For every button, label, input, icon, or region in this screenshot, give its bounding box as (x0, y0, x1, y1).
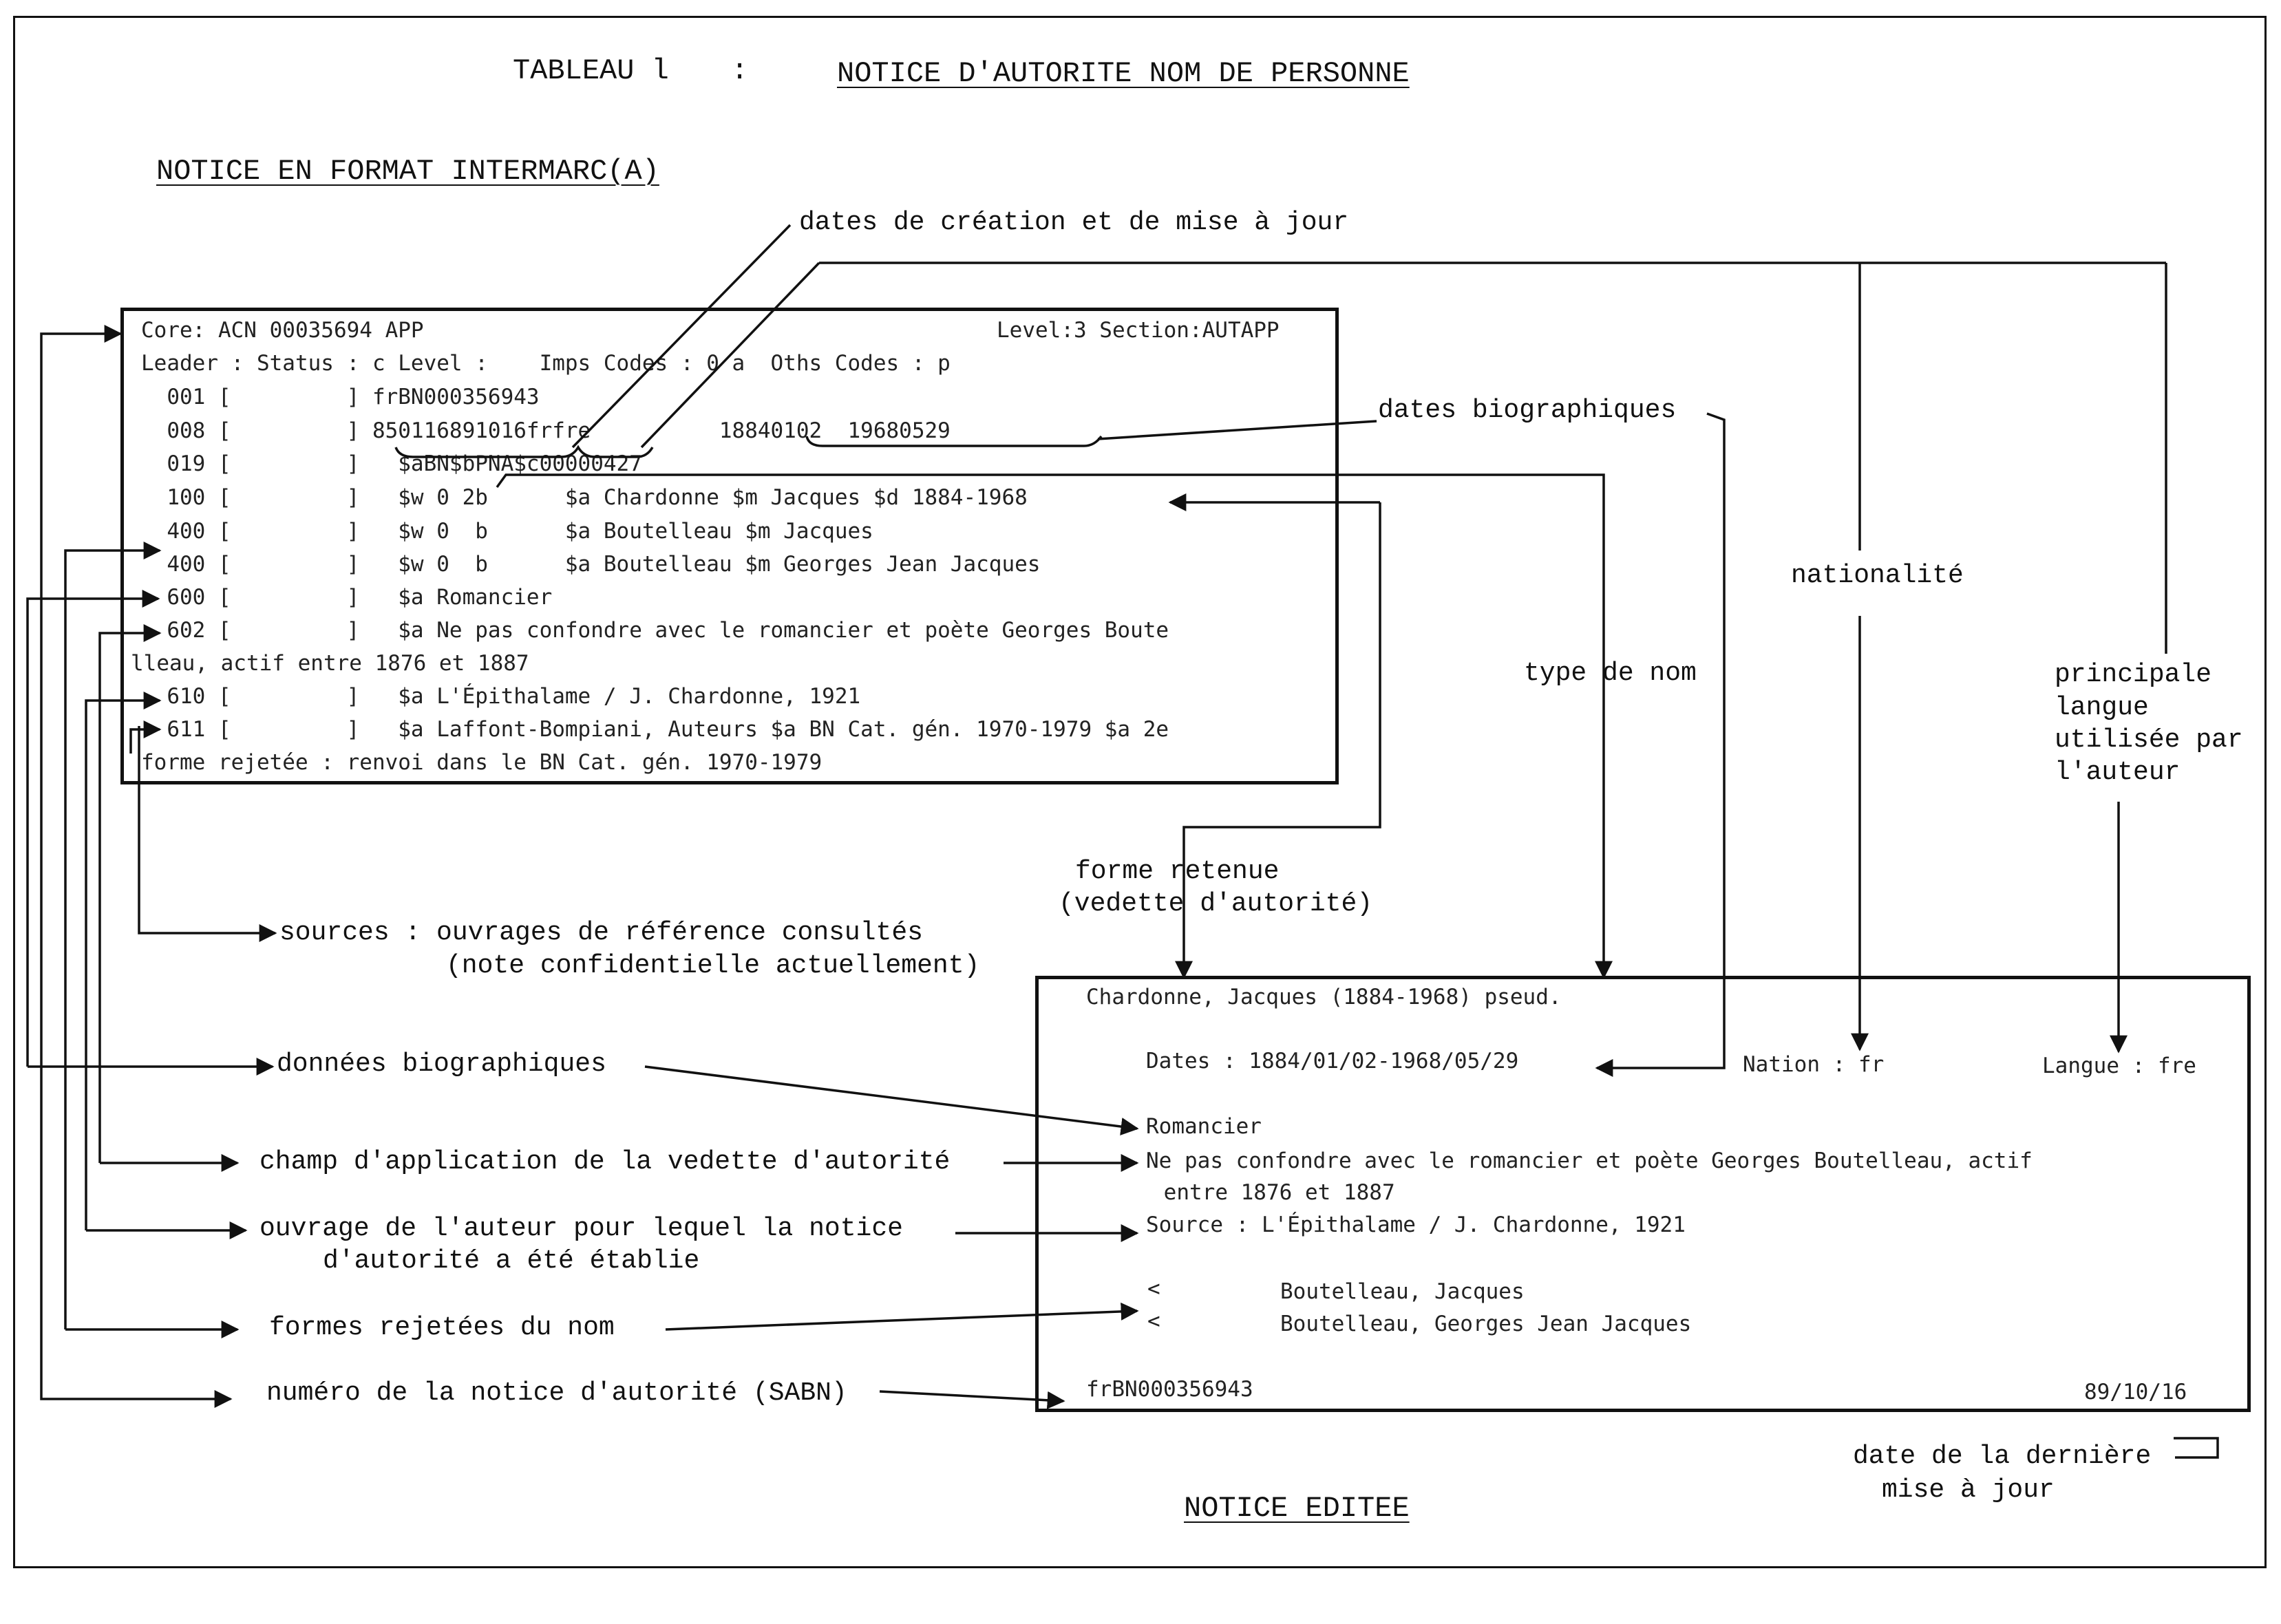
label-numero-notice: numéro de la notice d'autorité (SABN) (266, 1378, 847, 1408)
bracket-dates-biographiques (805, 435, 1103, 447)
page-title: NOTICE D'AUTORITE NOM DE PERSONNE (837, 57, 1410, 90)
record-field-611-cont: forme rejetée : renvoi dans le BN Cat. g… (141, 750, 823, 775)
record-field-400-a: 400 [ ] $w 0 b $a Boutelleau $m Jacques (141, 519, 873, 544)
editee-confondre-1: Ne pas confondre avec le romancier et po… (1146, 1148, 2033, 1173)
bracket-dates-creation (394, 445, 654, 458)
editee-date: 89/10/16 (2084, 1380, 2187, 1404)
connector-numero-out (40, 1073, 233, 1408)
editee-rejet-1: Boutelleau, Jacques (1280, 1279, 1525, 1304)
record-field-600: 600 [ ] $a Romancier (141, 585, 553, 610)
outer-frame (13, 16, 2267, 1568)
record-field-602: 602 [ ] $a Ne pas confondre avec le roma… (141, 618, 1169, 643)
label-langue-1: principale (2055, 660, 2212, 690)
record-core-line: Core: ACN 00035694 APP (141, 318, 424, 343)
label-champ-application: champ d'application de la vedette d'auto… (259, 1147, 951, 1177)
connector-dates-bio-to-editee (1595, 412, 1726, 1077)
tableau-colon: : (731, 54, 749, 87)
connector-ouvrage-in (85, 692, 162, 1230)
label-formes-rejetees: formes rejetées du nom (269, 1313, 615, 1343)
record-field-611: 611 [ ] $a Laffont-Bompiani, Auteurs $a … (141, 717, 1169, 742)
connector-numero-to-editee (879, 1390, 1065, 1409)
editee-rejet-mark-1: < (1147, 1276, 1160, 1301)
connector-type-nom (496, 473, 1613, 979)
connector-champ-in (98, 624, 162, 1163)
label-date-derniere-2: mise à jour (1882, 1475, 2055, 1505)
label-sources-2: (note confidentielle actuellement) (446, 951, 980, 981)
editee-heading: Chardonne, Jacques (1884-1968) pseud. (1086, 985, 1562, 1009)
label-langue-3: utilisée par (2055, 725, 2243, 755)
connector-formes-in (64, 542, 162, 1329)
connector-numero-in (40, 325, 123, 1073)
connector-dates-creation-left (571, 224, 792, 449)
connector-donnees-to-romancier (644, 1065, 1139, 1135)
record-level-section: Level:3 Section:AUTAPP (997, 318, 1280, 343)
record-field-001: 001 [ ] frBN000356943 (141, 385, 540, 409)
editee-source: Source : L'Épithalame / J. Chardonne, 19… (1146, 1212, 1686, 1237)
connector-formes-to-editee (665, 1302, 1139, 1331)
editee-confondre-2: entre 1876 et 1887 (1151, 1180, 1395, 1205)
bracket-date-derniere (2174, 1437, 2219, 1459)
section-subtitle: NOTICE EN FORMAT INTERMARC(A) (156, 155, 659, 188)
connector-donnees-bio-in (26, 590, 160, 1067)
label-langue-4: l'auteur (2055, 758, 2181, 787)
record-leader: Leader : Status : c Level : Imps Codes :… (141, 351, 951, 376)
connector-sources (138, 726, 277, 942)
label-type-de-nom: type de nom (1524, 659, 1697, 688)
label-forme-retenue-1: forme retenue (1075, 857, 1280, 886)
label-langue-2: langue (2055, 693, 2149, 723)
label-donnees-biographiques: données biographiques (277, 1049, 606, 1079)
label-dates-biographiques: dates biographiques (1378, 396, 1677, 425)
label-forme-retenue-2: (vedette d'autorité) (1059, 889, 1373, 919)
label-nationalite: nationalité (1791, 561, 1964, 590)
record-field-400-b: 400 [ ] $w 0 b $a Boutelleau $m Georges … (141, 552, 1041, 577)
record-field-602-cont: lleau, actif entre 1876 et 1887 (131, 651, 529, 676)
editee-numero: frBN000356943 (1086, 1377, 1253, 1402)
tableau-number: TABLEAU l (513, 54, 669, 87)
connector-dates-biographiques (1097, 420, 1377, 440)
connector-611 (129, 720, 162, 754)
label-sources-1: sources : ouvrages de référence consulté… (279, 918, 923, 948)
record-field-100: 100 [ ] $w 0 2b $a Chardonne $m Jacques … (141, 485, 1028, 510)
footer-notice-editee: NOTICE EDITEE (1184, 1492, 1410, 1525)
editee-romancier: Romancier (1146, 1114, 1262, 1139)
editee-rejet-mark-2: < (1147, 1309, 1160, 1334)
connector-dates-creation-right (640, 261, 820, 449)
label-ouvrage-1: ouvrage de l'auteur pour lequel la notic… (259, 1214, 903, 1243)
editee-nation: Nation : fr (1743, 1052, 1885, 1077)
editee-langue: Langue : fre (2042, 1054, 2196, 1078)
record-field-610: 610 [ ] $a L'Épithalame / J. Chardonne, … (141, 684, 861, 709)
label-ouvrage-2: d'autorité a été établie (323, 1246, 700, 1276)
label-dates-creation: dates de création et de mise à jour (799, 208, 1349, 237)
notice-editee-box (1035, 976, 2251, 1412)
intermarc-record-box (120, 308, 1339, 784)
record-field-008: 008 [ ] 850116891016frfre 18840102 19680… (141, 418, 951, 443)
connector-forme-retenue-out (1175, 502, 1381, 979)
editee-dates: Dates : 1884/01/02-1968/05/29 (1146, 1049, 1519, 1073)
editee-rejet-2: Boutelleau, Georges Jean Jacques (1280, 1312, 1692, 1336)
label-date-derniere-1: date de la dernière (1853, 1442, 2152, 1471)
